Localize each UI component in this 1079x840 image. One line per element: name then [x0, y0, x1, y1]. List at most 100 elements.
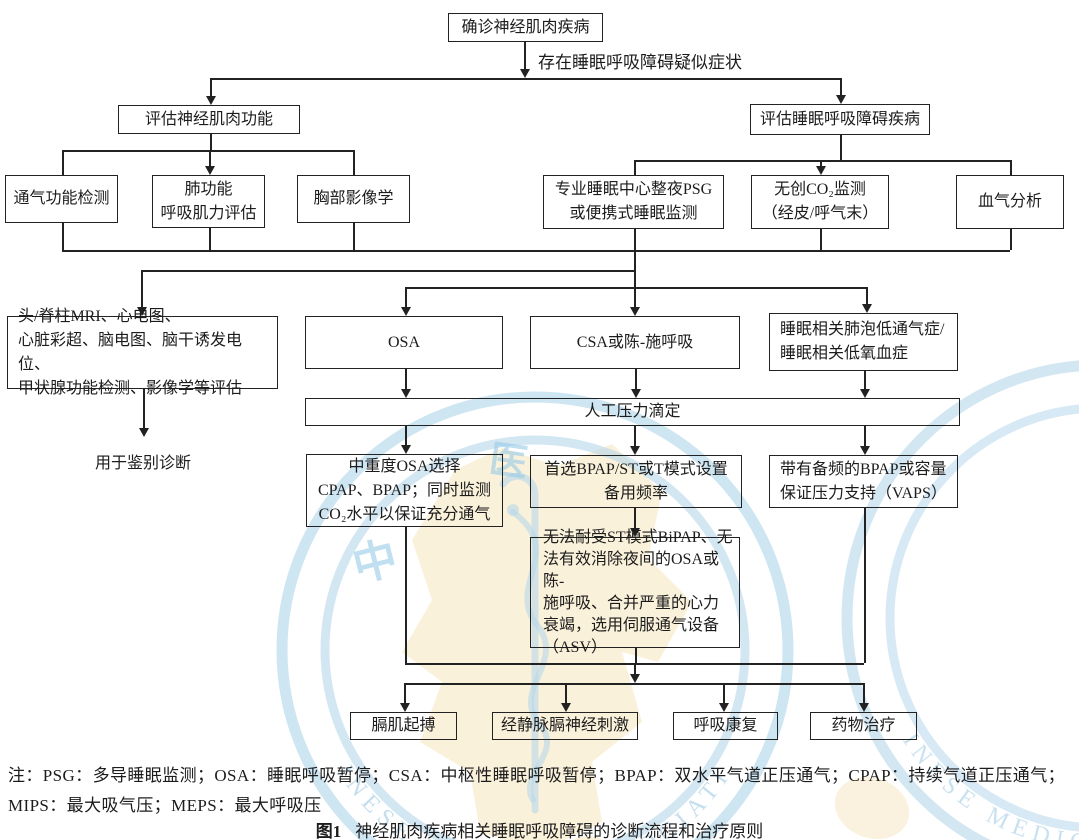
node-csa: CSA或陈-施呼吸 [530, 316, 740, 369]
arrowhead-icon [718, 703, 729, 712]
node-confirmed-diagnosis: 确诊神经肌肉疾病 [448, 13, 603, 42]
node-ventilation-test: 通气功能检测 [5, 175, 118, 223]
connector-line [143, 389, 145, 429]
label-differential-diagnosis: 用于鉴别诊断 [95, 455, 192, 472]
connector-line [209, 150, 211, 167]
connector-line [141, 270, 634, 272]
node-label: 无法耐受ST模式BiPAP、无 法有效消除夜间的OSA或陈- 施呼吸、合并严重的… [543, 528, 733, 656]
arrowhead-icon [629, 528, 640, 537]
node-label: 药物治疗 [831, 717, 896, 734]
connector-line [210, 78, 840, 80]
arrowhead-icon [205, 96, 216, 105]
connector-line [634, 160, 636, 175]
connector-line [405, 287, 407, 308]
node-vaps: 带有备频的BPAP或容量 保证压力支持（VAPS） [769, 455, 958, 508]
watermark2-outer-ring [841, 360, 1079, 840]
connector-line [524, 41, 526, 70]
node-osa-treatment: 中重度OSA选择 CPAP、BPAP；同时监测 CO₂水平以保证充分通气 [306, 454, 503, 527]
arrowhead-icon [136, 307, 147, 316]
node-hypoventilation: 睡眠相关肺泡低通气症/ 睡眠相关低氧血症 [769, 313, 958, 371]
arrowhead-icon [629, 674, 640, 683]
watermark-snake-icon [510, 509, 550, 803]
arrowhead-icon [400, 307, 411, 316]
node-diaphragm-pacing: 膈肌起搏 [350, 712, 457, 740]
connector-line [210, 78, 212, 97]
node-respiratory-rehab: 呼吸康复 [673, 712, 778, 740]
node-label: 首选BPAP/ST或T模式设置 备用频率 [544, 460, 728, 502]
arrowhead-icon [629, 307, 640, 316]
node-label: 胸部影像学 [313, 190, 394, 207]
connector-line [62, 223, 64, 250]
connector-line [353, 150, 355, 175]
node-label: OSA [387, 333, 420, 351]
connector-line [864, 426, 866, 447]
node-label: 人工压力滴定 [584, 403, 681, 420]
watermark-map-blob-2 [834, 776, 910, 840]
connector-line [864, 371, 866, 390]
connector-line [840, 135, 842, 160]
arrowhead-icon [400, 389, 411, 398]
node-osa: OSA [305, 316, 503, 369]
node-chest-imaging: 胸部影像学 [297, 175, 410, 223]
watermark2-inner-ring [885, 404, 1079, 832]
connector-line [210, 133, 212, 150]
node-label: 专业睡眠中心整夜PSG 或便携式睡眠监测 [554, 181, 713, 222]
arrowhead-icon [859, 389, 870, 398]
footnote-line-2: MIPS：最大吸气压；MEPS：最大呼吸压 [8, 796, 322, 815]
connector-line [634, 287, 636, 308]
node-label: CSA或陈-施呼吸 [576, 333, 694, 351]
connector-line [62, 150, 64, 175]
connector-line [1010, 160, 1012, 175]
node-label: 血气分析 [977, 193, 1042, 210]
node-label: 带有备频的BPAP或容量 保证压力支持（VAPS） [780, 460, 947, 502]
arrowhead-icon [399, 703, 410, 712]
figure-caption-label: 图1 [315, 822, 342, 840]
node-label: 经静脉膈神经刺激 [500, 717, 629, 734]
arrowhead-icon [835, 95, 846, 104]
node-drug-therapy: 药物治疗 [810, 712, 917, 740]
watermark-snake-head-icon [507, 504, 519, 516]
arrowhead-icon [400, 445, 411, 454]
connector-line [635, 648, 637, 663]
connector-line [634, 508, 636, 529]
arrowhead-icon [629, 446, 640, 455]
footnote-line-1: 注：PSG：多导睡眠监测；OSA：睡眠呼吸暂停；CSA：中枢性睡眠呼吸暂停；BP… [8, 766, 1065, 785]
arrowhead-icon [815, 166, 826, 175]
connector-line [404, 683, 406, 704]
node-co2-monitor: 无创CO₂监测 （经皮/呼气末） [751, 175, 889, 229]
node-titration: 人工压力滴定 [305, 398, 960, 426]
connector-line [141, 270, 143, 308]
connector-line [634, 426, 636, 447]
connector-line [634, 160, 1010, 162]
node-label: 睡眠相关肺泡低通气症/ 睡眠相关低氧血症 [780, 321, 945, 362]
arrowhead-icon [204, 166, 215, 175]
connector-line [405, 527, 407, 663]
node-label: 确诊神经肌肉疾病 [461, 18, 590, 36]
connector-line [635, 369, 637, 390]
watermark-map-dot [573, 836, 603, 840]
node-psg: 专业睡眠中心整夜PSG 或便携式睡眠监测 [543, 175, 724, 229]
connector-line [840, 78, 842, 96]
node-bpap-st: 首选BPAP/ST或T模式设置 备用频率 [530, 455, 742, 508]
arrowhead-icon [859, 446, 870, 455]
connector-line [1010, 229, 1012, 250]
connector-line [863, 683, 865, 704]
connector-line [634, 250, 636, 287]
connector-line [62, 250, 1010, 252]
node-eval-sleep-disorder: 评估睡眠呼吸障碍疾病 [750, 104, 930, 135]
connector-line [353, 223, 355, 250]
connector-line [565, 683, 567, 704]
connector-line [634, 229, 636, 250]
connector-line [864, 508, 866, 663]
node-blood-gas: 血气分析 [956, 175, 1064, 229]
node-phrenic-stimulation: 经静脉膈神经刺激 [492, 712, 638, 740]
watermark-outer-ring [276, 391, 794, 840]
connector-line [405, 369, 407, 390]
arrowhead-icon [560, 703, 571, 712]
node-label: 通气功能检测 [13, 190, 110, 207]
connector-line [62, 150, 353, 152]
arrowhead-icon [138, 428, 149, 437]
connector-line [723, 683, 725, 704]
